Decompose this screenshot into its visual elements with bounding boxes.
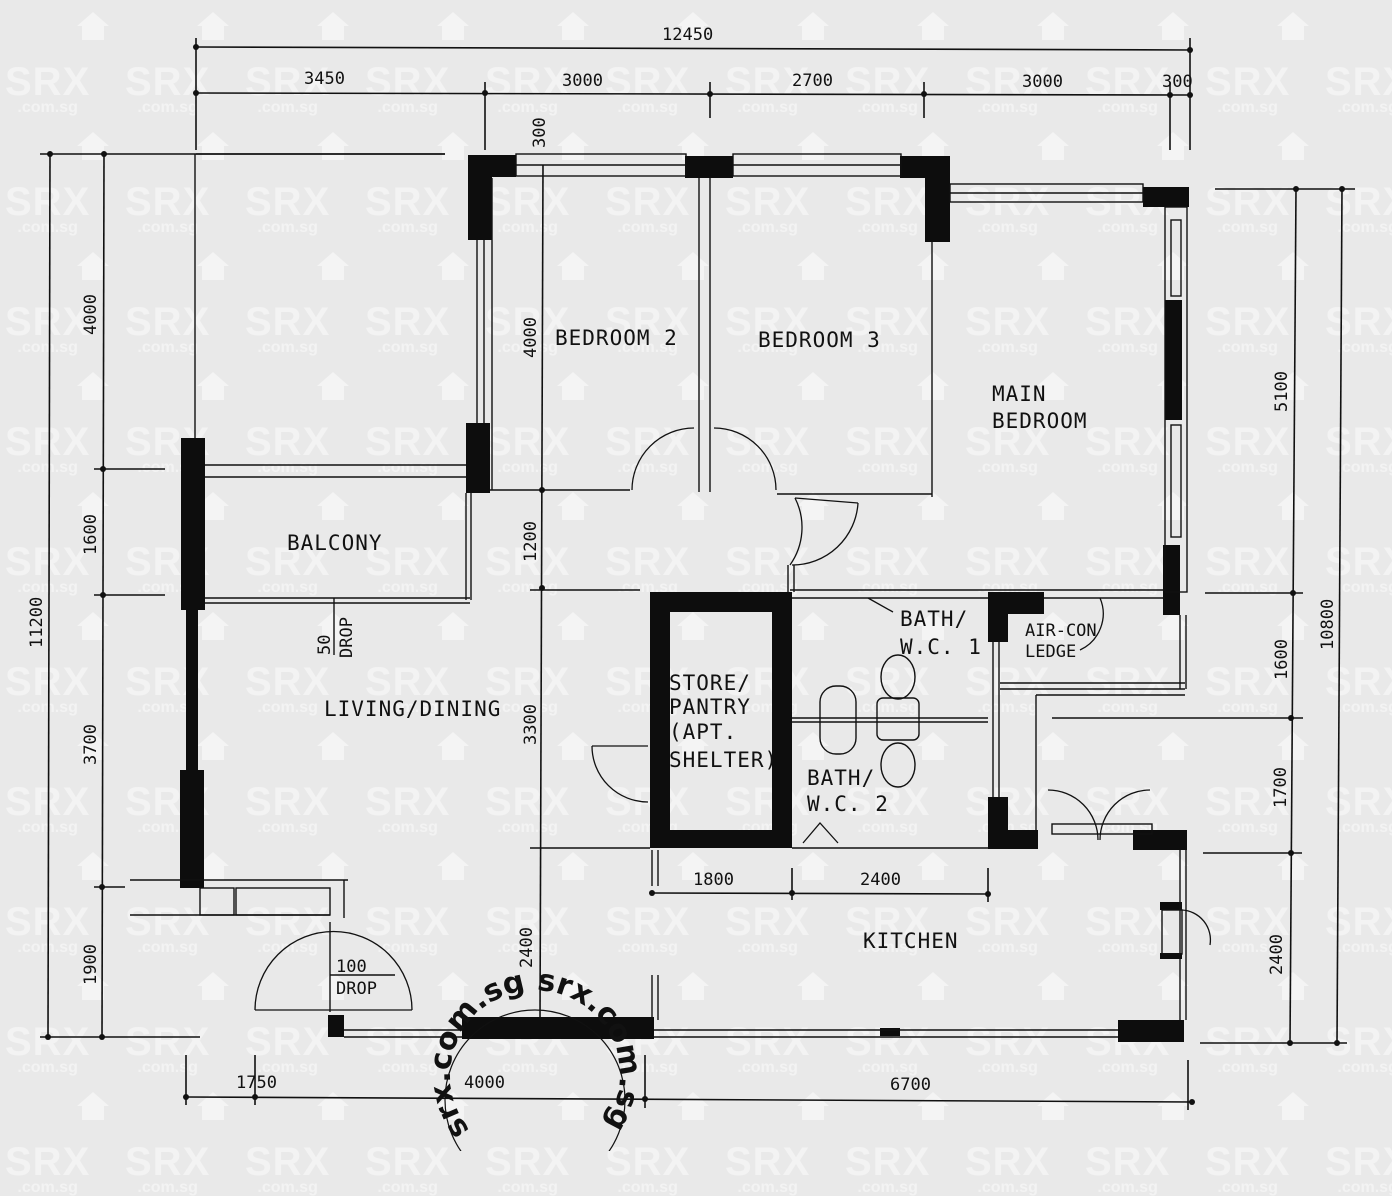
dimension-lines bbox=[40, 38, 1355, 1110]
room-labels: BEDROOM 2 BEDROOM 3 MAIN BEDROOM BALCONY… bbox=[287, 326, 1097, 953]
dim-inner-v-2: 1200 bbox=[521, 521, 541, 562]
room-label-store-2: PANTRY bbox=[669, 695, 751, 719]
dim-bottom-2: 4000 bbox=[464, 1073, 505, 1093]
dim-right-seg-4: 2400 bbox=[1267, 934, 1287, 975]
dim-top-window-offset: 300 bbox=[530, 117, 550, 148]
dim-left-total: 11200 bbox=[27, 597, 47, 648]
dim-kitchen-1: 1800 bbox=[693, 870, 734, 890]
stamp-text: srx.com.sg srx.com.sg bbox=[423, 963, 648, 1146]
dim-top-seg-5: 300 bbox=[1162, 72, 1193, 92]
dim-bottom-1: 1750 bbox=[236, 1073, 277, 1093]
room-label-bedroom-2: BEDROOM 2 bbox=[555, 326, 678, 350]
dimension-labels: 12450 3450 3000 2700 3000 300 300 11200 … bbox=[27, 25, 1338, 1095]
dim-right-total: 10800 bbox=[1318, 599, 1338, 650]
room-label-bath-2a: BATH/ bbox=[807, 766, 875, 790]
room-label-store-1: STORE/ bbox=[669, 671, 751, 695]
entrance-drop-value: 100 bbox=[336, 957, 367, 977]
dim-left-seg-1: 4000 bbox=[81, 294, 101, 335]
dim-left-seg-3: 3700 bbox=[81, 724, 101, 765]
dim-left-seg-4: 1900 bbox=[81, 944, 101, 985]
dim-top-seg-3: 2700 bbox=[792, 71, 833, 91]
room-label-balcony: BALCONY bbox=[287, 531, 383, 555]
dim-bottom-3: 6700 bbox=[890, 1075, 931, 1095]
room-label-aircon-2: LEDGE bbox=[1025, 642, 1076, 662]
dim-top-seg-2: 3000 bbox=[562, 71, 603, 91]
room-label-living-dining: LIVING/DINING bbox=[324, 697, 501, 721]
balcony-drop-value: 50 bbox=[315, 635, 335, 655]
dim-left-seg-2: 1600 bbox=[81, 514, 101, 555]
room-label-bedroom-3: BEDROOM 3 bbox=[758, 328, 881, 352]
room-label-kitchen: KITCHEN bbox=[863, 929, 959, 953]
structural-walls bbox=[180, 155, 1189, 1042]
dim-right-seg-2: 1600 bbox=[1272, 639, 1292, 680]
room-label-store-4: SHELTER) bbox=[669, 748, 778, 772]
svg-text:srx.com.sg srx.com.sg: srx.com.sg srx.com.sg bbox=[423, 963, 648, 1146]
entrance-drop-label: DROP bbox=[336, 979, 377, 999]
room-label-store-3: (APT. bbox=[669, 720, 737, 744]
dim-kitchen-2: 2400 bbox=[860, 870, 901, 890]
room-label-main-bedroom-1: MAIN bbox=[992, 382, 1047, 406]
door-swings bbox=[254, 427, 1212, 1011]
dim-top-seg-1: 3450 bbox=[304, 69, 345, 89]
dim-top-seg-4: 3000 bbox=[1022, 72, 1063, 92]
room-label-bath-1b: W.C. 1 bbox=[900, 635, 982, 659]
floor-plan: BEDROOM 2 BEDROOM 3 MAIN BEDROOM BALCONY… bbox=[27, 25, 1355, 1151]
dim-top-total: 12450 bbox=[662, 25, 713, 45]
dim-inner-v-3: 3300 bbox=[521, 704, 541, 745]
room-label-bath-1a: BATH/ bbox=[900, 607, 968, 631]
level-drop-annotations: 50 DROP 100 DROP bbox=[315, 598, 395, 1012]
dim-right-seg-1: 5100 bbox=[1272, 371, 1292, 412]
watermark-stamp: srx.com.sg srx.com.sg bbox=[423, 963, 648, 1151]
balcony-drop-label: DROP bbox=[337, 617, 357, 658]
dim-inner-v-1: 4000 bbox=[521, 317, 541, 358]
dim-right-seg-3: 1700 bbox=[1271, 767, 1291, 808]
partitions-and-windows bbox=[130, 153, 1188, 1038]
room-label-main-bedroom-2: BEDROOM bbox=[992, 409, 1088, 433]
dim-inner-v-4: 2400 bbox=[517, 927, 537, 968]
room-label-bath-2b: W.C. 2 bbox=[807, 792, 889, 816]
room-label-aircon-1: AIR-CON bbox=[1025, 621, 1097, 641]
